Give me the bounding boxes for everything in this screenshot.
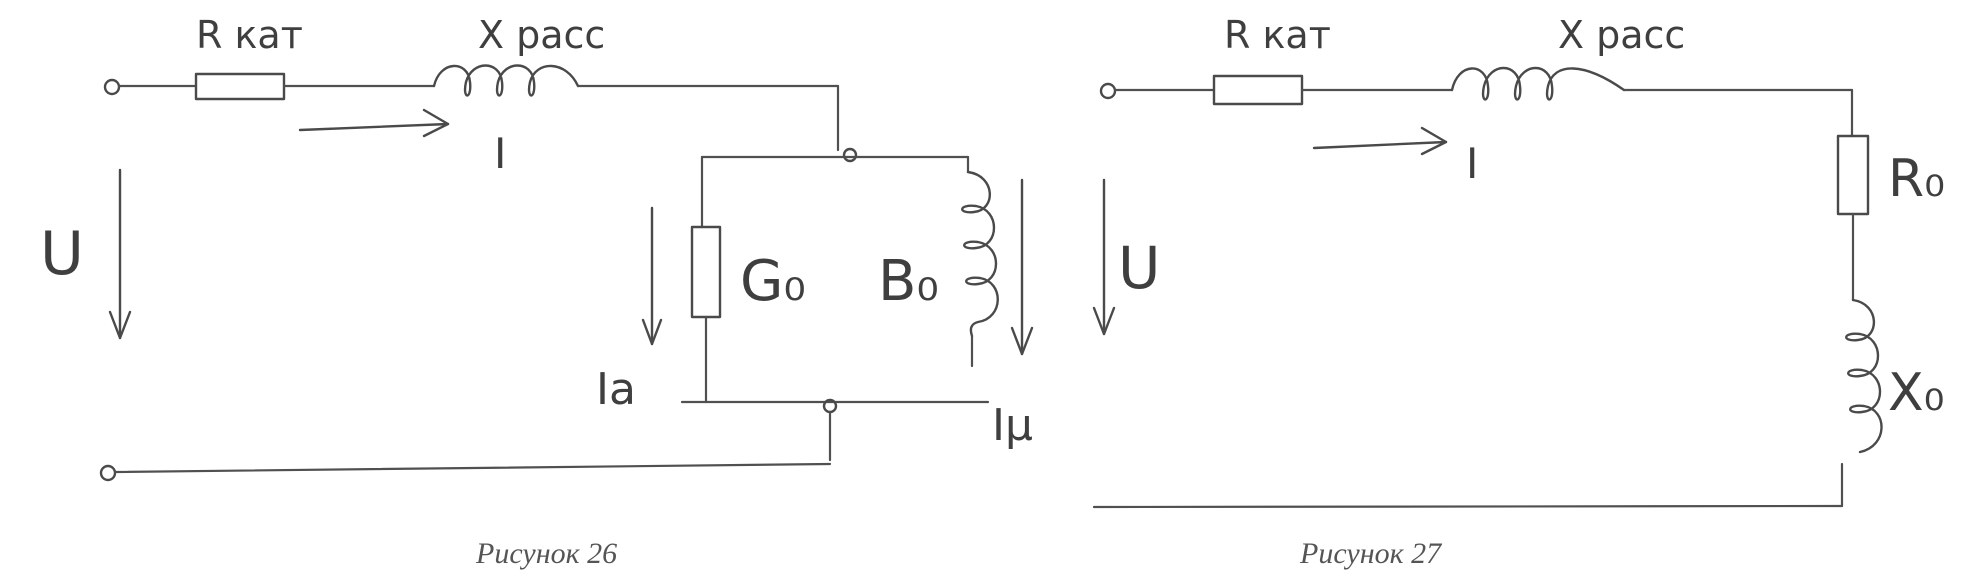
label-voltage-left: U — [40, 219, 84, 289]
caption-figure-27: Рисунок 27 — [1299, 537, 1443, 570]
label-r-kat: R кат — [196, 13, 303, 57]
wire-bottom-return — [113, 462, 832, 474]
inductor-x-rass-27 — [1450, 67, 1626, 101]
voltage-arrow-27 — [1092, 178, 1116, 336]
label-voltage-27: U — [1118, 234, 1160, 302]
inductor-x0 — [1845, 298, 1883, 454]
inductor-x-rass — [432, 64, 580, 97]
label-b0: B₀ — [878, 249, 939, 314]
resistor-r0 — [1836, 134, 1870, 216]
inductor-b0 — [961, 170, 999, 338]
label-ia: Ia — [596, 364, 636, 415]
label-x-rass: X расс — [478, 13, 605, 57]
input-terminal-bottom — [99, 464, 117, 482]
label-r0: R₀ — [1888, 149, 1945, 209]
label-g0: G₀ — [740, 249, 806, 314]
current-arrow-i-27 — [1312, 126, 1448, 156]
label-current-i: I — [494, 129, 506, 178]
resistor-r-kat — [194, 72, 286, 101]
voltage-arrow-left — [108, 168, 132, 340]
caption-figure-26: Рисунок 26 — [475, 537, 617, 570]
label-x-rass-27: X расс — [1558, 13, 1685, 57]
resistor-g0 — [690, 225, 722, 319]
label-r-kat-27: R кат — [1224, 13, 1331, 57]
label-x0: X₀ — [1888, 363, 1944, 423]
current-arrow-ia — [641, 206, 663, 346]
figure-26: R кат X расс I U G₀ B₀ Ia Iμ Рисунок 26 — [40, 13, 1034, 570]
node-top — [842, 147, 858, 163]
figure-27: R кат X расс I U R₀ X₀ Рисунок 27 — [1092, 13, 1945, 570]
resistor-r-kat-27 — [1212, 74, 1304, 106]
label-i-mu: Iμ — [992, 400, 1033, 451]
wire-bottom-27 — [1092, 504, 1844, 509]
current-arrow-i — [298, 108, 450, 138]
label-current-i-27: I — [1466, 139, 1478, 188]
voltage-arrow-right — [1010, 178, 1034, 356]
input-terminal-top — [103, 78, 121, 96]
input-terminal-top-27 — [1099, 82, 1117, 100]
